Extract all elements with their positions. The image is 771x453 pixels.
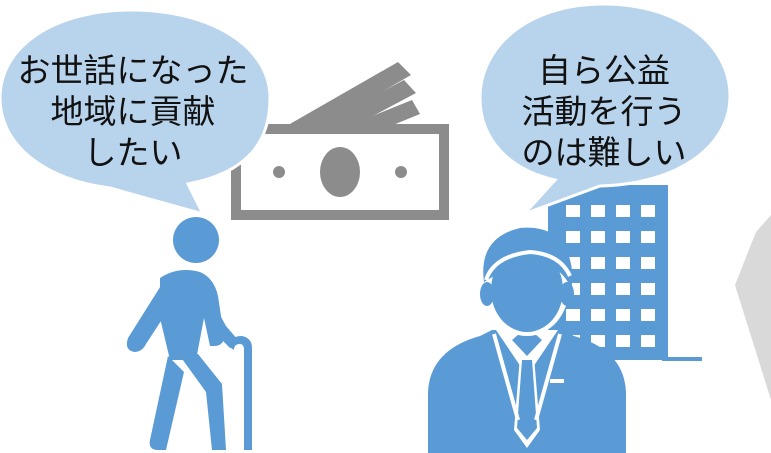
left-bubble-line-3: したい xyxy=(83,134,183,171)
businessman-icon xyxy=(428,227,626,453)
money-bills-icon xyxy=(231,62,449,220)
right-bubble-line-1: 自ら公益 xyxy=(538,52,670,89)
left-speech-bubble xyxy=(0,8,272,217)
right-bubble-text: 自ら公益 活動を行う のは難しい xyxy=(490,50,718,173)
right-bubble-line-3: のは難しい xyxy=(521,134,687,171)
elderly-person-with-cane-icon xyxy=(126,217,252,450)
building-windows xyxy=(566,205,655,347)
right-speech-bubble xyxy=(478,2,732,216)
right-bubble-line-2: 活動を行う xyxy=(521,93,687,130)
arrow-chevron-icon xyxy=(735,215,771,400)
left-bubble-line-1: お世話になった xyxy=(17,52,249,89)
left-bubble-line-2: 地域に貢献 xyxy=(50,93,216,130)
left-bubble-text: お世話になった 地域に貢献 したい xyxy=(0,50,266,173)
